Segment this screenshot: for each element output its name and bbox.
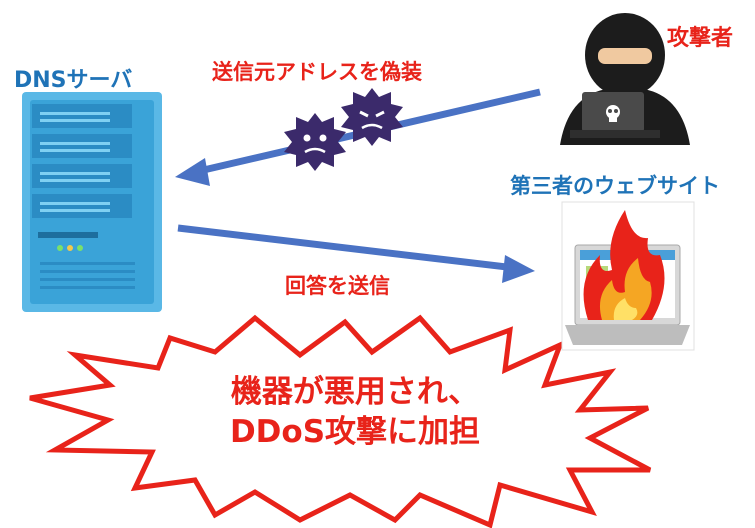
burst-shape: [29, 314, 652, 528]
burst-line-2: DDoS攻撃に加担: [229, 414, 481, 450]
virus-icon: [284, 113, 346, 171]
burst-caption: 機器が悪用され、 DDoS攻撃に加担: [205, 372, 505, 452]
virus-icon: [341, 88, 403, 146]
dns-server-label: DNSサーバ: [14, 68, 133, 93]
attacker-icon: [560, 13, 690, 145]
burning-laptop-icon: [561, 201, 695, 351]
dns-server-icon: [22, 92, 162, 312]
reply-arrow: [177, 224, 535, 283]
spoof-label: 送信元アドレスを偽装: [212, 60, 422, 84]
burst-line-1: 機器が悪用され、: [230, 374, 480, 410]
attacker-label: 攻撃者: [667, 26, 734, 51]
third-party-label: 第三者のウェブサイト: [510, 174, 720, 198]
reply-label: 回答を送信: [285, 274, 390, 298]
